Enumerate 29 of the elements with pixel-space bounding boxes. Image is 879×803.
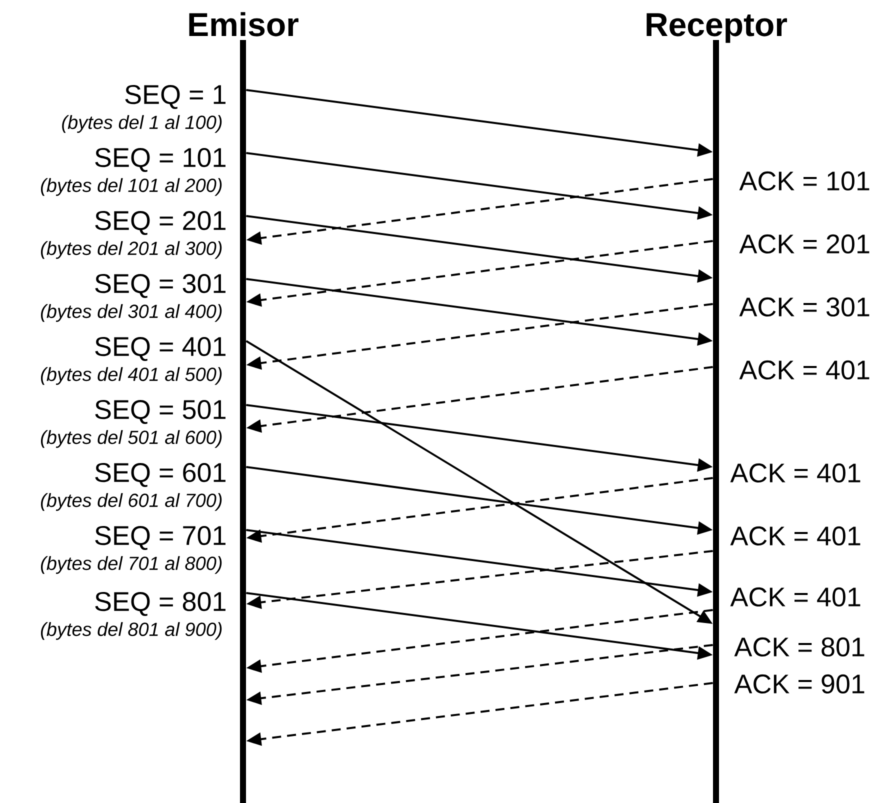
seq-label: SEQ = 101 [95,148,226,172]
seq-label: SEQ = 801 [95,592,226,616]
ack-label: ACK = 401 [730,526,860,546]
ack-label: ACK = 401 [739,360,870,380]
seq-label: SEQ = 601 [95,463,226,487]
ack-label: ACK = 201 [739,234,870,254]
byte-range-label: (bytes del 801 al 900) [40,622,222,640]
byte-range-label: (bytes del 301 al 400) [40,304,222,322]
byte-range-label: (bytes del 401 al 500) [40,367,222,385]
seq-label: SEQ = 1 [125,85,226,109]
participant-label: Receptor [646,13,787,43]
byte-range-label: (bytes del 601 al 700) [40,493,222,511]
byte-range-label: (bytes del 501 al 600) [40,430,222,448]
ack-label: ACK = 401 [730,587,860,607]
seq-label: SEQ = 201 [95,211,226,235]
byte-range-label: (bytes del 101 al 200) [40,178,222,196]
ack-label: ACK = 101 [739,171,870,191]
seq-label: SEQ = 501 [95,400,226,424]
participant-label: Emisor [189,12,298,36]
byte-range-label: (bytes del 701 al 800) [40,556,222,574]
ack-label: ACK = 901 [734,674,864,694]
ack-label: ACK = 801 [734,637,864,657]
byte-range-label: (bytes del 1 al 100) [62,115,222,133]
seq-label: SEQ = 301 [95,274,226,298]
ack-label: ACK = 401 [730,463,860,483]
seq-label: SEQ = 401 [95,337,226,361]
seq-label: SEQ = 701 [95,526,226,550]
byte-range-label: (bytes del 201 al 300) [40,241,222,259]
ack-label: ACK = 301 [739,297,870,317]
